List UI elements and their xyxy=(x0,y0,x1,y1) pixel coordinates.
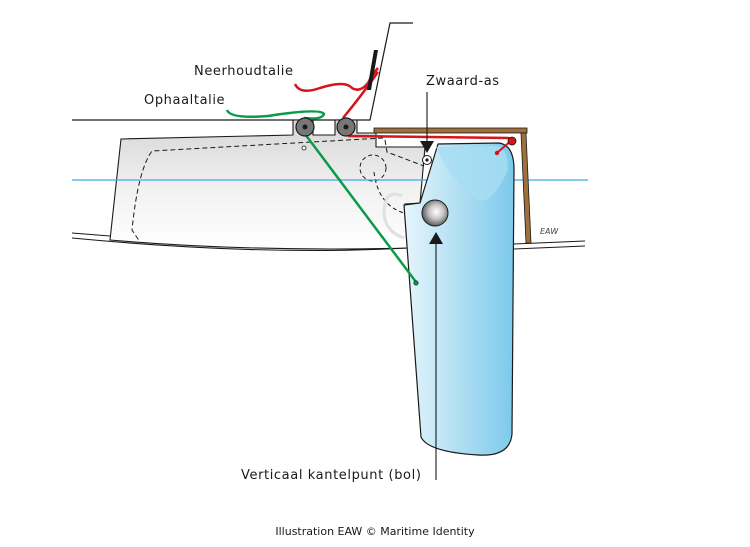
image-credit: Illustration EAW © Maritime Identity xyxy=(275,525,475,538)
neerhoudtalie-end xyxy=(494,150,500,156)
hull-body xyxy=(109,119,426,250)
zwaard-highlight xyxy=(436,146,508,201)
neerhoudtalie-block-right xyxy=(507,136,517,146)
hull-bottom-line-right xyxy=(513,240,586,250)
ophaaltalie-line xyxy=(225,109,326,120)
hull-inner-dashed xyxy=(131,137,425,243)
kantelpunt-arrow-head xyxy=(429,232,443,244)
label-zwaard-as: Zwaard-as xyxy=(426,74,500,89)
cleat xyxy=(367,50,378,90)
label-ophaaltalie: Ophaaltalie xyxy=(144,93,225,108)
neerhoudtalie-line-deck xyxy=(347,134,513,140)
illustrator-signature: EAW xyxy=(540,227,559,236)
zwaard-as-pivot-center xyxy=(425,158,429,162)
block-left-center xyxy=(302,124,308,130)
zwaard-as-arrow-head xyxy=(420,141,434,153)
pivot-dashed-circle xyxy=(359,154,387,182)
block-right-center xyxy=(343,124,349,130)
ophaaltalie-line-down xyxy=(301,129,417,283)
hull-bottom-line xyxy=(71,232,409,252)
cabin-outline xyxy=(72,22,413,121)
deck-beam xyxy=(373,127,528,134)
mount-swirl xyxy=(382,192,405,240)
label-neerhoudtalie: Neerhoudtalie xyxy=(194,64,294,79)
pivot-ball xyxy=(421,199,449,227)
label-kantelpunt: Verticaal kantelpunt (bol) xyxy=(241,468,422,483)
ophaaltalie-end xyxy=(413,280,419,286)
vertical-strut xyxy=(520,132,532,244)
small-eye xyxy=(301,145,307,151)
